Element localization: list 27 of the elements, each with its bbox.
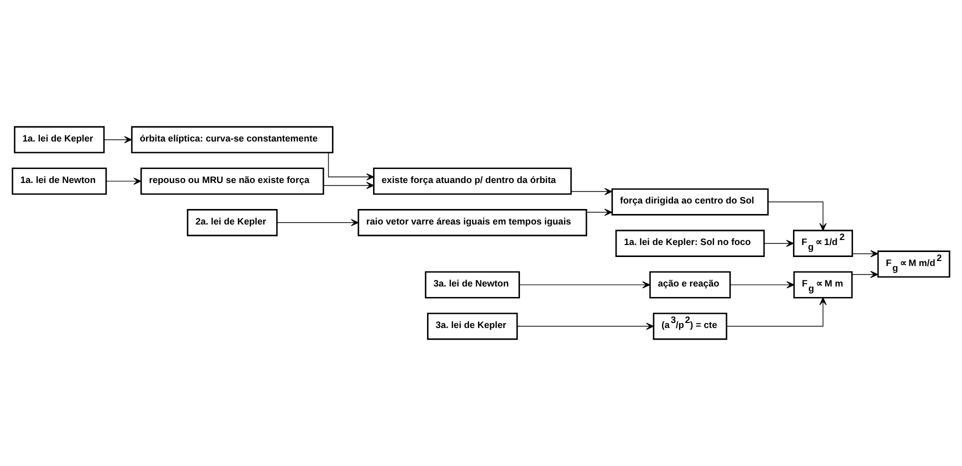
- arrow: [106, 178, 142, 185]
- arrow: [730, 281, 794, 288]
- arrow: [852, 270, 878, 278]
- arrow: [764, 240, 794, 247]
- arrow: [586, 208, 612, 216]
- node-box: 2a. lei de Kepler: [186, 209, 278, 236]
- arrow: [328, 152, 374, 180]
- node-box: raio vetor varre áreas iguais em tempos iguais: [358, 209, 588, 236]
- arrow: [276, 219, 359, 226]
- arrow: [519, 281, 650, 288]
- arrow: [516, 322, 654, 330]
- node-box: 3a. lei de Newton: [424, 271, 520, 298]
- arrow: [104, 136, 132, 144]
- node-box: 3a. lei de Kepler: [427, 312, 518, 340]
- arrow: [571, 188, 612, 196]
- arrow: [323, 182, 374, 190]
- arrow: [768, 202, 827, 231]
- node-box: ação e reação: [649, 271, 731, 298]
- arrow: [852, 250, 878, 258]
- node-box: força dirigida ao centro do Sol: [611, 188, 769, 216]
- node-box: 1a. lei de Newton: [12, 168, 107, 195]
- node-box: repouso ou MRU se não existe força: [140, 168, 324, 195]
- node-box: existe força atuando p/ dentro da órbita: [373, 168, 572, 195]
- node-box: 1a. lei de Kepler: Sol no foco: [615, 230, 765, 257]
- arrow: [726, 297, 827, 327]
- node-box: 1a. lei de Kepler: [14, 126, 105, 154]
- node-box: órbita elíptica: curva-se constantemente: [131, 126, 334, 154]
